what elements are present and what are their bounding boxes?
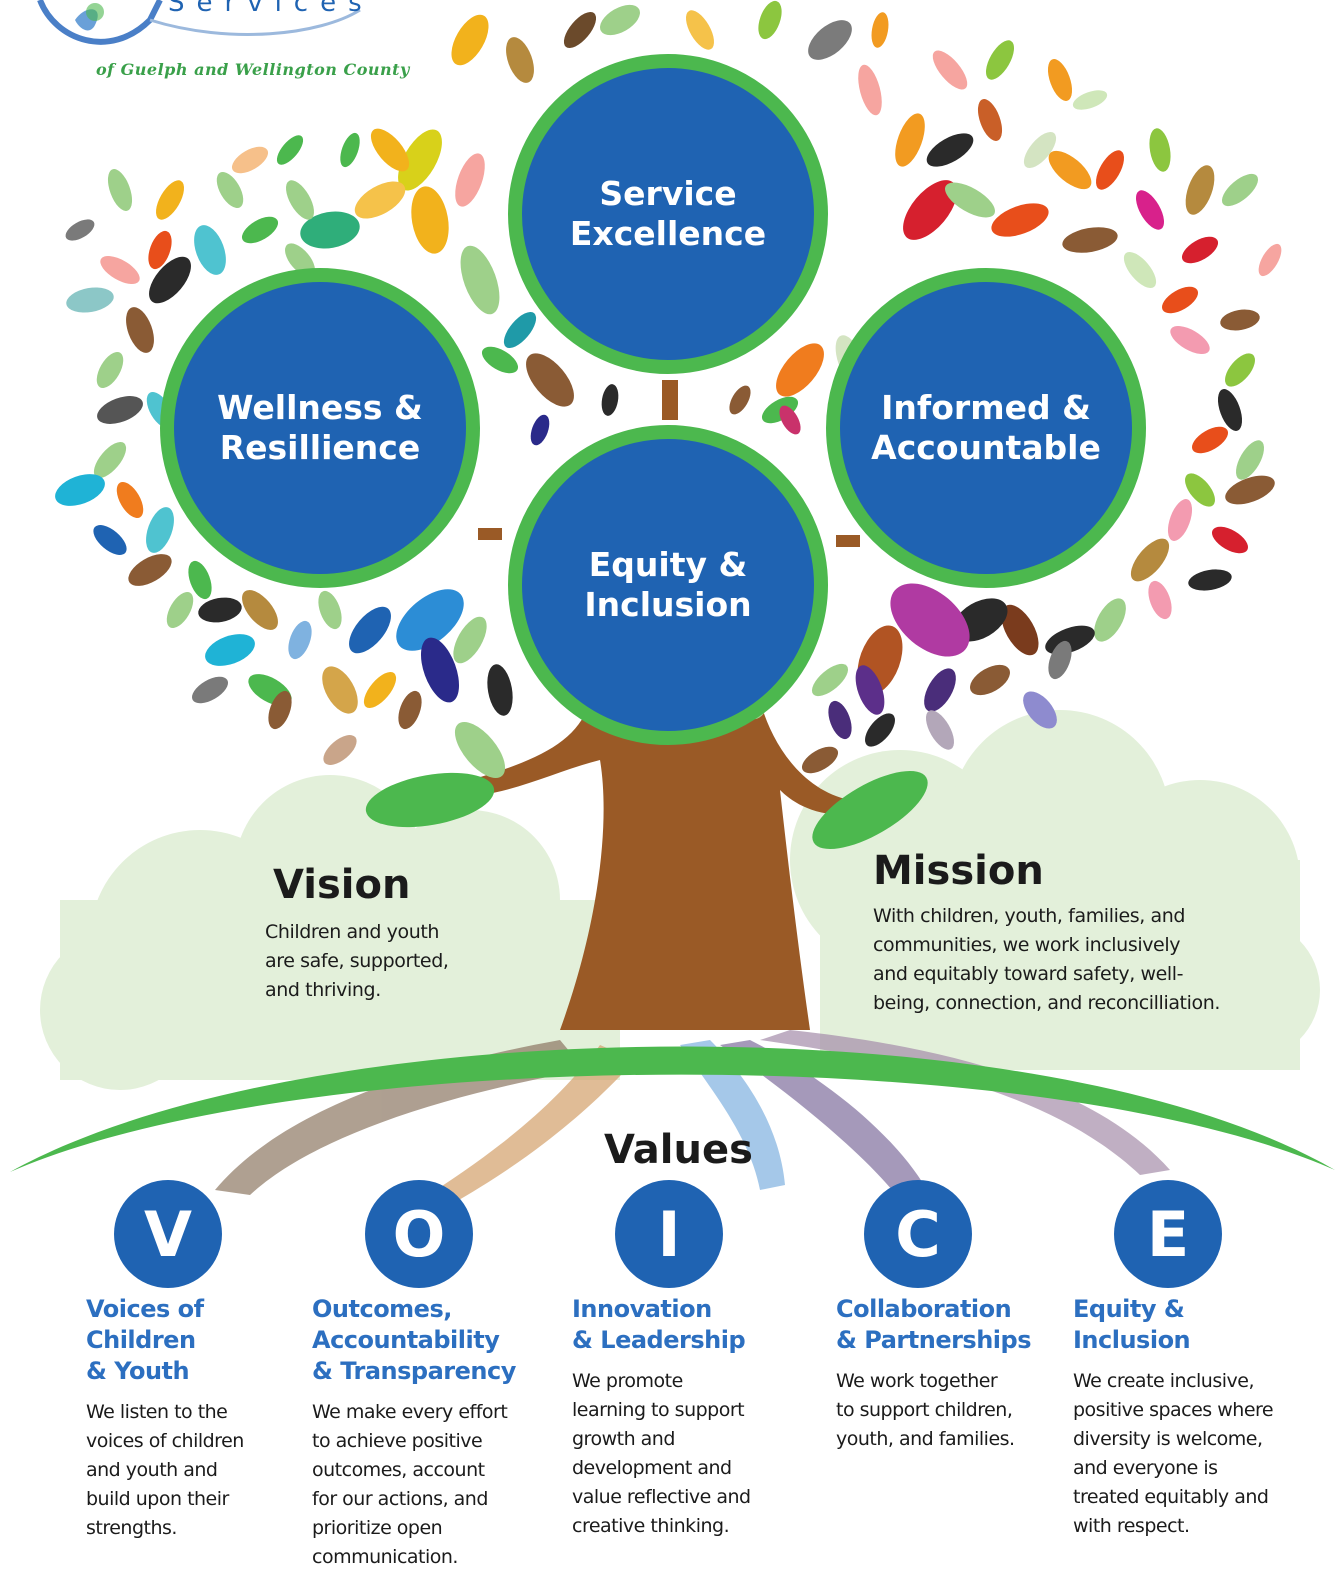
pillar-label: Service Excellence [569, 174, 767, 253]
value-v-circle: V [114, 1180, 222, 1288]
value-i-circle: I [615, 1180, 723, 1288]
value-v-title: Voices of Children & Youth [86, 1295, 204, 1385]
pillar-label: Equity & Inclusion [584, 545, 752, 624]
value-v-text: We listen to the voices of children and … [86, 1401, 244, 1539]
tree-trunk [470, 700, 850, 1030]
value-o-text: We make every effort to achieve positive… [312, 1401, 508, 1568]
ground-arc [10, 1046, 1335, 1172]
pillar-service-excellence: Service Excellence [508, 54, 828, 374]
values-heading: Values [604, 1127, 753, 1173]
mission-text: With children, youth, families, and comm… [873, 905, 1220, 1014]
value-e-title: Equity & Inclusion [1073, 1295, 1191, 1354]
value-i-text: We promote learning to support growth an… [572, 1370, 751, 1537]
leaves [55, 0, 1282, 779]
value-c-circle: C [864, 1180, 972, 1288]
mission-heading: Mission [873, 848, 1044, 894]
pillar-label: Informed & Accountable [871, 388, 1101, 467]
value-o-circle: O [365, 1180, 473, 1288]
pillar-label: Wellness & Resillience [217, 388, 423, 467]
logo-wordmark: Services [168, 0, 374, 18]
value-i-title: Innovation & Leadership [572, 1295, 746, 1354]
logo-subtitle: of Guelph and Wellington County [96, 60, 410, 79]
pillar-informed-accountable: Informed & Accountable [826, 268, 1146, 588]
value-c-title: Collaboration & Partnerships [836, 1295, 1032, 1354]
pillar-wellness-resillience: Wellness & Resillience [160, 268, 480, 588]
vision-heading: Vision [273, 862, 411, 908]
value-e-circle: E [1114, 1180, 1222, 1288]
value-o-title: Outcomes, Accountability & Transparency [312, 1295, 516, 1385]
pillar-equity-inclusion: Equity & Inclusion [508, 425, 828, 745]
vision-text: Children and youth are safe, supported, … [265, 921, 449, 1001]
logo-mark [37, 0, 361, 45]
mission-cloud [790, 710, 1320, 1070]
value-e-text: We create inclusive, positive spaces whe… [1073, 1370, 1274, 1537]
value-c-text: We work together to support children, yo… [836, 1370, 1015, 1450]
